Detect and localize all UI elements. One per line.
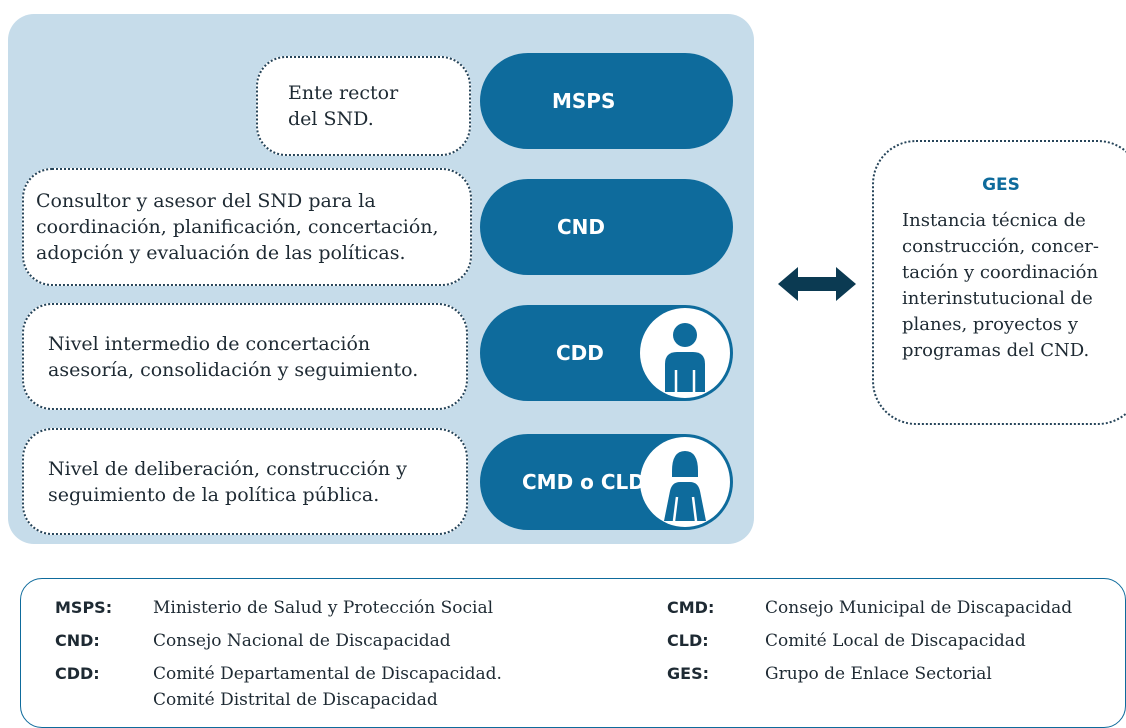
cmd-cld-label: CMD o CLD <box>522 470 645 494</box>
description-line: Ente rector <box>288 82 399 104</box>
description-line: interinstutucional de <box>902 288 1093 309</box>
cmd-cld-description-box: Nivel de deliberación, construcción y se… <box>22 428 468 535</box>
ges-title: GES <box>982 175 1020 195</box>
msps-label: MSPS <box>552 89 616 113</box>
msps-pill: MSPS <box>480 53 733 149</box>
legend-abbr: MSPS: <box>55 598 113 617</box>
description-line: construcción, concer- <box>902 236 1099 257</box>
description-line: planes, proyectos y <box>902 314 1079 335</box>
female-person-icon <box>640 437 730 527</box>
legend-meaning: Grupo de Enlace Sectorial <box>765 664 992 684</box>
legend-abbr: CMD: <box>667 598 715 617</box>
cdd-pill: CDD <box>480 305 733 401</box>
description-line: coordinación, planificación, concertació… <box>36 216 439 238</box>
legend-abbr: GES: <box>667 664 709 683</box>
legend-meaning: Ministerio de Salud y Protección Social <box>153 598 494 618</box>
ges-box: GES Instancia técnica de construcción, c… <box>872 140 1126 425</box>
description-line: adopción y evaluación de las políticas. <box>36 242 406 264</box>
description-line: programas del CND. <box>902 340 1090 361</box>
cmd-cld-pill: CMD o CLD <box>480 434 733 530</box>
description-line: del SND. <box>288 108 374 130</box>
description-line: Nivel intermedio de concertación <box>48 332 371 355</box>
cdd-label: CDD <box>556 341 604 365</box>
description-line: seguimiento de la política pública. <box>48 483 380 506</box>
msps-description-box: Ente rector del SND. <box>256 56 471 156</box>
description-line: Nivel de deliberación, construcción y <box>48 457 407 480</box>
male-person-icon <box>640 308 730 398</box>
legend-meaning: Consejo Municipal de Discapacidad <box>765 598 1073 618</box>
cnd-pill: CND <box>480 179 733 275</box>
legend-abbr: CND: <box>55 631 100 650</box>
legend-abbr: CDD: <box>55 664 100 683</box>
description-line: Instancia técnica de <box>902 210 1086 231</box>
legend-meaning: Comité Departamental de Discapacidad. <box>153 664 502 684</box>
cdd-description-box: Nivel intermedio de concertación asesorí… <box>22 303 468 410</box>
legend-meaning: Comité Local de Discapacidad <box>765 631 1026 651</box>
double-arrow-icon <box>778 267 856 301</box>
ges-description: Instancia técnica de construcción, conce… <box>902 208 1126 364</box>
acronym-legend: MSPS: Ministerio de Salud y Protección S… <box>20 578 1126 728</box>
description-line: asesoría, consolidación y seguimiento. <box>48 358 419 381</box>
description-line: Consultor y asesor del SND para la <box>36 190 376 212</box>
cnd-description-box: Consultor y asesor del SND para la coord… <box>22 168 472 286</box>
legend-meaning: Comité Distrital de Discapacidad <box>153 690 438 710</box>
legend-meaning: Consejo Nacional de Discapacidad <box>153 631 451 651</box>
description-line: tación y coordinación <box>902 262 1099 283</box>
legend-abbr: CLD: <box>667 631 709 650</box>
cnd-label: CND <box>557 215 606 239</box>
